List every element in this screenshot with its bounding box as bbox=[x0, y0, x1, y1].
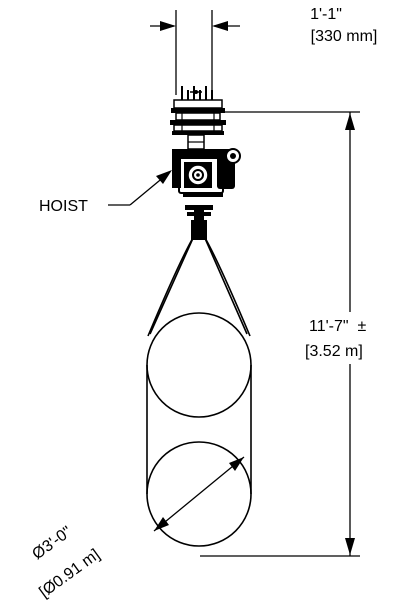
diameter-ft-label: Ø3'-0" bbox=[29, 523, 75, 563]
height-dimension: 11'-7" ± [3.52 m] bbox=[200, 111, 387, 557]
lifting-bag bbox=[146, 235, 252, 547]
top-width-dimension: 1'-1" [330 mm] bbox=[150, 6, 377, 95]
top-width-ft-label: 1'-1" bbox=[310, 6, 342, 23]
hoist-callout: HOIST bbox=[39, 170, 172, 215]
hoist-label: HOIST bbox=[39, 198, 88, 215]
height-metric-label: [3.52 m] bbox=[305, 343, 363, 360]
diameter-dimension: Ø3'-0" [Ø0.91 m] bbox=[29, 456, 245, 601]
height-ft-label: 11'-7" ± bbox=[309, 318, 366, 335]
top-width-metric-label: [330 mm] bbox=[311, 28, 378, 45]
hoist-assembly bbox=[170, 86, 241, 240]
top-fittings bbox=[181, 86, 213, 100]
